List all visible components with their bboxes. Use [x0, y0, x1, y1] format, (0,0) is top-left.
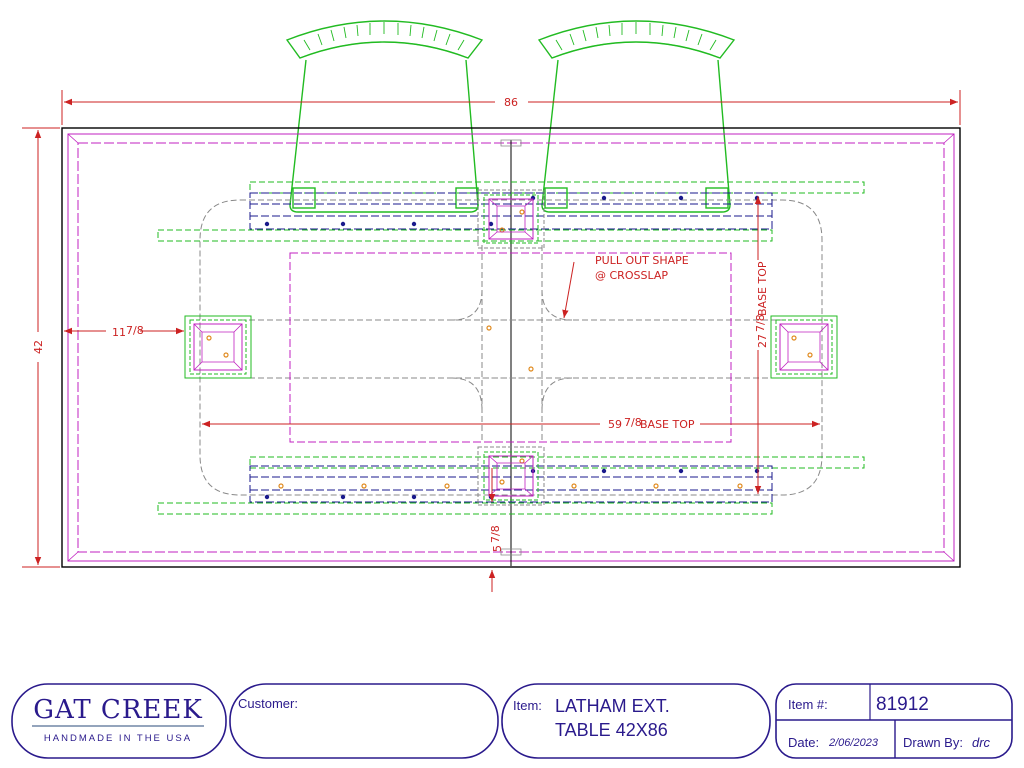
- dimension-lines: [22, 90, 961, 592]
- item-panel: [501, 683, 771, 759]
- apron-bottom: [249, 465, 773, 503]
- dim-bottom-offset: 5: [491, 545, 504, 552]
- base-top-outline: [289, 252, 732, 443]
- date-label: Date:: [788, 735, 819, 750]
- chair-left: [285, 20, 484, 213]
- dim-left-offset-frac: 7/8: [126, 324, 144, 337]
- base-footprint: [199, 199, 823, 496]
- logo-tagline: HANDMADE IN THE USA: [44, 733, 192, 744]
- customer-label: Customer:: [238, 696, 298, 711]
- drawn-by-label: Drawn By:: [903, 735, 963, 750]
- dowel-marks: [206, 209, 813, 489]
- drawn-by-value: drc: [972, 735, 991, 750]
- note-pull-out-shape: PULL OUT SHAPE: [595, 254, 689, 267]
- note-crosslap: @ CROSSLAP: [595, 269, 668, 282]
- dim-left-offset: 11: [112, 326, 126, 339]
- leg-post-top: [477, 189, 545, 249]
- item-number-label: Item #:: [788, 697, 828, 712]
- dim-base-top-width-frac: 7/8: [754, 314, 767, 332]
- dim-bottom-offset-frac: 7/8: [489, 525, 502, 543]
- logo-title: GAT CREEK: [33, 695, 203, 725]
- item-line1: LATHAM EXT.: [555, 696, 670, 716]
- dim-base-top-length-frac: 7/8: [624, 416, 642, 429]
- dim-base-top-width-group: 27 7/8 BASE TOP: [754, 261, 769, 348]
- chair-right: [537, 20, 736, 213]
- customer-panel: [229, 683, 499, 759]
- bevel-corners: [67, 133, 955, 562]
- info-panel: [775, 683, 1013, 759]
- dim-bottom-offset-group: 5 7/8: [489, 525, 504, 552]
- item-number-value: 81912: [876, 694, 929, 715]
- item-line2: TABLE 42X86: [555, 720, 668, 740]
- leaf-pin-top: [500, 139, 522, 147]
- leg-post-left: [184, 315, 252, 379]
- leg-post-bottom: [477, 446, 545, 506]
- logo-panel: [11, 683, 227, 759]
- table-top-outline: [61, 127, 961, 568]
- title-block: [11, 683, 1013, 759]
- date-value: 2/06/2023: [828, 737, 879, 749]
- dim-base-top-length-label: BASE TOP: [640, 418, 695, 431]
- dim-overall-width: 42: [32, 340, 45, 354]
- dim-base-top-length: 59: [608, 418, 622, 431]
- dim-base-top-width: 27: [756, 334, 769, 348]
- leaf-pin-bottom: [500, 548, 522, 556]
- green-runners: [157, 181, 865, 515]
- item-label: Item:: [513, 698, 542, 713]
- leg-post-right: [770, 315, 838, 379]
- dim-base-top-width-label: BASE TOP: [756, 261, 769, 316]
- apron-top: [249, 192, 773, 230]
- cross-stretchers: [240, 245, 782, 440]
- dim-overall-length: 86: [504, 96, 518, 109]
